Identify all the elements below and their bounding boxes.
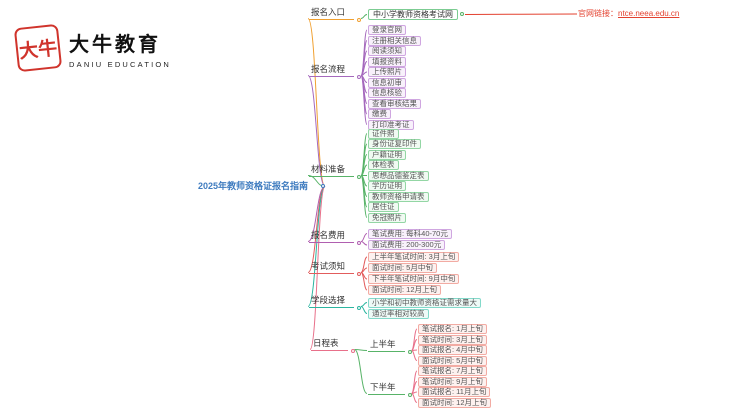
node-dot bbox=[321, 183, 326, 188]
logo-seal-text: 大牛 bbox=[18, 36, 59, 63]
branch-stage-selection: 学段选择 bbox=[309, 294, 362, 310]
process-step: 填报资料 bbox=[368, 56, 406, 67]
notice-item: 下半年笔试时间: 9月中旬 bbox=[368, 274, 460, 284]
branch-material-preparation: 材料准备 bbox=[309, 163, 362, 179]
official-site-name: 中小学教师资格考试网 bbox=[373, 10, 453, 19]
schedule-item: 面试报名: 4月中旬 bbox=[418, 345, 487, 355]
node-dot bbox=[357, 175, 362, 179]
material-item: 户籍证明 bbox=[368, 149, 406, 160]
branch-label: 报名费用 bbox=[311, 230, 346, 240]
notice-item: 面试时间: 5月中旬 bbox=[368, 263, 437, 273]
notice-item: 上半年笔试时间: 3月上旬 bbox=[368, 252, 460, 262]
root-title: 2025年教师资格证报名指南 bbox=[198, 181, 309, 191]
branch-label: 考试须知 bbox=[311, 261, 346, 271]
branch-registration-entry: 报名入口 bbox=[309, 6, 362, 22]
logo-seal-icon: 大牛 bbox=[13, 23, 63, 73]
material-item: 学历证明 bbox=[368, 181, 406, 191]
schedule-item: 面试时间: 5月中旬 bbox=[418, 355, 487, 366]
branch-label: 材料准备 bbox=[311, 164, 346, 174]
logo-text: 大牛教育 DANIU EDUCATION bbox=[69, 28, 171, 69]
material-item: 思想品德鉴定表 bbox=[368, 170, 429, 181]
process-step: 登录官网 bbox=[368, 25, 406, 35]
schedule-item: 面试时间: 12月上旬 bbox=[418, 397, 492, 408]
notice-item: 面试时间: 12月上旬 bbox=[368, 285, 442, 295]
material-item: 证件照 bbox=[368, 128, 399, 139]
stage-item: 通过率相对较高 bbox=[368, 308, 429, 319]
fee-item: 面试费用: 200-300元 bbox=[368, 240, 446, 250]
branch-label: 报名流程 bbox=[311, 64, 346, 74]
node-dot bbox=[357, 306, 362, 310]
schedule-item: 笔试时间: 9月上旬 bbox=[418, 376, 487, 387]
node-dot bbox=[357, 18, 362, 22]
logo-title: 大牛教育 bbox=[69, 33, 161, 56]
process-step: 信息核验 bbox=[368, 88, 406, 98]
branch-exam-notice: 考试须知 bbox=[309, 260, 362, 276]
link-label: 官网链接： bbox=[578, 9, 618, 18]
node-official-site: 中小学教师资格考试网 bbox=[368, 9, 464, 20]
process-step: 上传照片 bbox=[368, 67, 406, 77]
branch-label: 日程表 bbox=[313, 338, 339, 348]
branch-schedule: 日程表 bbox=[311, 337, 355, 353]
schedule-item: 笔试报名: 7月上旬 bbox=[418, 366, 487, 376]
material-item: 体检表 bbox=[368, 160, 399, 170]
material-item: 居住证 bbox=[368, 202, 399, 212]
half-label: 上半年 bbox=[370, 339, 396, 349]
material-item: 教师资格申请表 bbox=[368, 191, 429, 202]
schedule-item: 笔试时间: 3月上旬 bbox=[418, 334, 487, 345]
schedule-item: 笔试报名: 1月上旬 bbox=[418, 324, 487, 334]
branch-label: 学段选择 bbox=[311, 295, 346, 305]
process-step: 信息初审 bbox=[368, 77, 406, 88]
node-dot bbox=[357, 272, 362, 276]
logo-subtitle: DANIU EDUCATION bbox=[69, 59, 172, 69]
process-step: 缴费 bbox=[368, 109, 391, 119]
node-dot bbox=[407, 350, 412, 354]
node-dot bbox=[407, 393, 412, 397]
process-step: 查看审核结果 bbox=[368, 98, 421, 109]
node-dot bbox=[357, 75, 362, 79]
node-first-half: 上半年 bbox=[368, 338, 412, 354]
node-second-half: 下半年 bbox=[368, 381, 412, 397]
branch-registration-fees: 报名费用 bbox=[309, 229, 362, 245]
node-dot bbox=[350, 349, 355, 353]
schedule-item: 面试报名: 11月上旬 bbox=[418, 387, 491, 397]
mindmap-root: 2025年教师资格证报名指南 bbox=[198, 181, 326, 192]
node-dot bbox=[357, 241, 362, 245]
material-item: 免冠照片 bbox=[368, 212, 406, 223]
official-site-link[interactable]: 官网链接：ntce.neea.edu.cn bbox=[578, 9, 679, 19]
process-step: 注册相关信息 bbox=[368, 35, 421, 46]
logo: 大牛 大牛教育 DANIU EDUCATION bbox=[13, 23, 171, 73]
fee-item: 笔试费用: 每科40-70元 bbox=[368, 228, 452, 239]
process-step: 阅读须知 bbox=[368, 46, 406, 56]
material-item: 身份证复印件 bbox=[368, 139, 421, 149]
branch-label: 报名入口 bbox=[311, 7, 346, 17]
half-label: 下半年 bbox=[370, 382, 396, 392]
node-dot bbox=[460, 11, 464, 16]
branch-registration-process: 报名流程 bbox=[309, 63, 362, 79]
link-url[interactable]: ntce.neea.edu.cn bbox=[618, 9, 680, 18]
stage-item: 小学和初中教师资格证需求量大 bbox=[368, 297, 481, 308]
